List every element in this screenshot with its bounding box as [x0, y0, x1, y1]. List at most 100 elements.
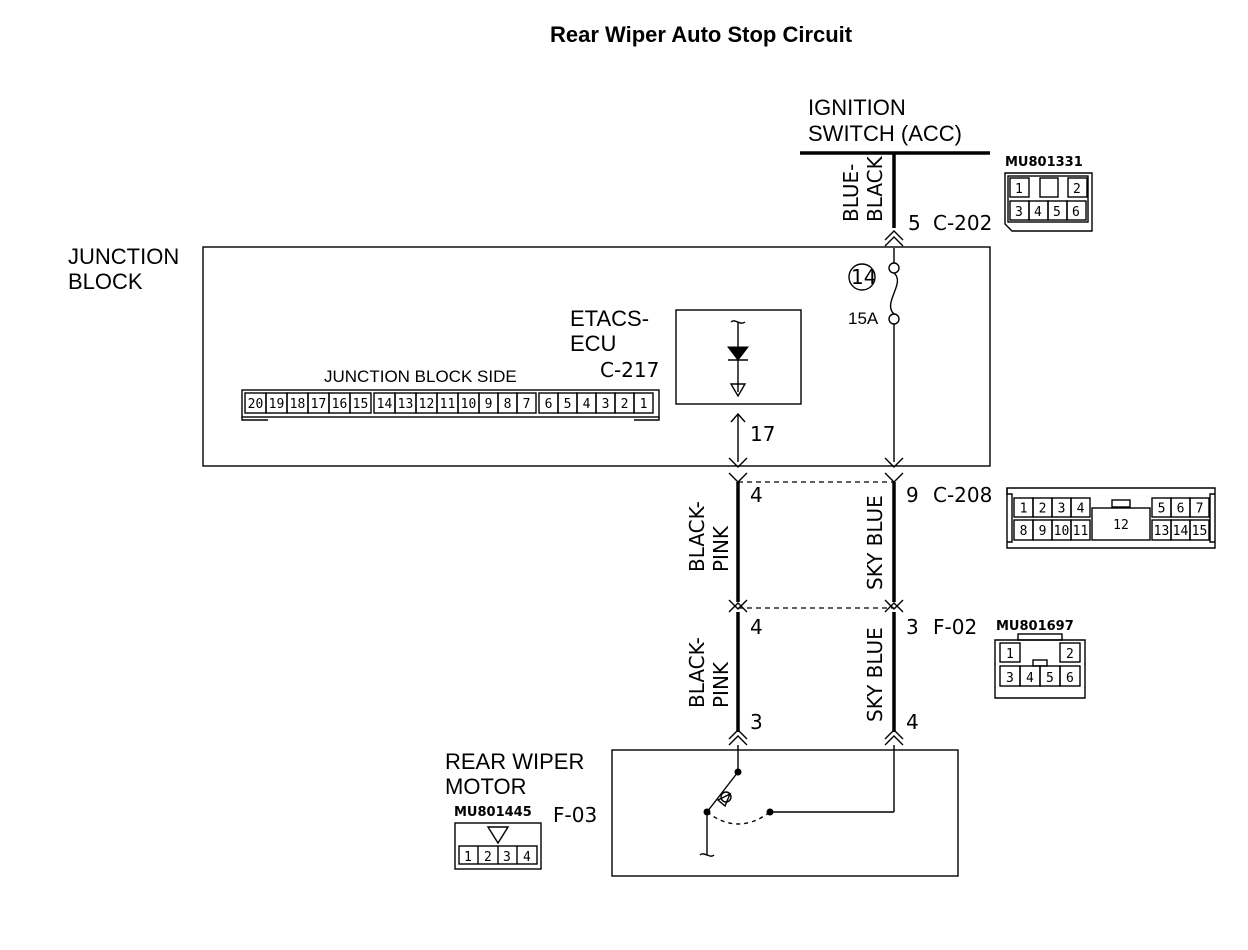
- pin-motor-right: 4: [906, 710, 919, 734]
- c208-pin-9: 9: [1039, 524, 1047, 539]
- f02-part-number: MU801697: [996, 619, 1074, 634]
- etacs-ecu: ETACS- ECU C-217: [570, 306, 802, 405]
- c208-pin-15: 15: [1192, 524, 1208, 539]
- jb-pin-2: 2: [621, 397, 629, 412]
- jb-pin-17: 17: [311, 397, 327, 412]
- c208-pin-4-box: [1070, 497, 1091, 518]
- jb-pin-10: 10: [461, 397, 477, 412]
- jb-pin-15-box: [349, 392, 372, 414]
- connector-label-c202: C-202: [933, 211, 992, 235]
- black-pink-wire: 17 BLACK- PINK BLACK- PINK 4 4 3: [685, 412, 775, 746]
- c208-pin-1: 1: [1020, 502, 1028, 517]
- f03-part-number: MU801445: [454, 805, 532, 820]
- c208-pin-13: 13: [1154, 524, 1170, 539]
- diagram-title: Rear Wiper Auto Stop Circuit: [550, 22, 853, 47]
- c208-pin-14: 14: [1173, 524, 1189, 539]
- connector-label-c217: C-217: [600, 358, 659, 382]
- c208-pin-12: 12: [1113, 518, 1129, 533]
- jb-pin-4: 4: [583, 397, 591, 412]
- c208-pin-4: 4: [1077, 502, 1085, 517]
- fuse-rating: 15A: [848, 309, 879, 328]
- jb-pin-18: 18: [290, 397, 306, 412]
- jb-pin-15: 15: [353, 397, 369, 412]
- c208-pin-15-box: [1189, 519, 1210, 541]
- c202-part-number: MU801331: [1005, 155, 1083, 170]
- c208-pin-6: 6: [1177, 502, 1185, 517]
- connector-label-f03: F-03: [553, 803, 597, 827]
- jb-pin-20: 20: [248, 397, 264, 412]
- etacs-box: [675, 309, 802, 405]
- wire-label-black-pink-upper-line1: BLACK-: [685, 501, 709, 572]
- c208-pin-8: 8: [1020, 524, 1028, 539]
- wire-label-black-pink-upper-line2: PINK: [709, 525, 733, 572]
- connector-label-c208: C-208: [933, 483, 992, 507]
- wire-label-sky-blue-lower: SKY BLUE: [863, 627, 887, 722]
- motor-label-line1: REAR WIPER: [445, 749, 584, 774]
- c208-pin-2: 2: [1039, 502, 1047, 517]
- c202-cell-top-0: 1: [1015, 182, 1023, 197]
- etacs-pin: 17: [750, 422, 775, 446]
- f02-cell-bottom-0: 3: [1006, 671, 1014, 686]
- jb-pin-7-box: [516, 392, 537, 414]
- junction-block-side-label: JUNCTION BLOCK SIDE: [324, 367, 517, 386]
- fuse-number-circle: [848, 263, 876, 291]
- jb-pin-19: 19: [269, 397, 285, 412]
- jb-pin-1: 1: [640, 397, 648, 412]
- c202-cell-bottom-2: 5: [1053, 205, 1061, 220]
- diode-symbol: [726, 346, 750, 361]
- jb-pin-7: 7: [523, 397, 531, 412]
- f02-cell-top-0: 1: [1006, 647, 1014, 662]
- jb-pin-8: 8: [504, 397, 512, 412]
- motor-box: [611, 749, 959, 877]
- jb-pin-14: 14: [377, 397, 393, 412]
- wire-label-sky-blue-upper: SKY BLUE: [863, 495, 887, 590]
- motor-label-line2: MOTOR: [445, 774, 526, 799]
- c208-pin-10: 10: [1054, 524, 1070, 539]
- junction-block-outline: [202, 246, 991, 467]
- wire-label-black-pink-lower-line2: PINK: [709, 661, 733, 708]
- f02-cell-bottom-1: 4: [1026, 671, 1034, 686]
- jb-pin-1-box: [633, 392, 654, 414]
- c202-cell-bottom-3: 6: [1072, 205, 1080, 220]
- c202-cell-bottom-1: 4: [1034, 205, 1042, 220]
- f02-cell-bottom-3: 6: [1066, 671, 1074, 686]
- rear-wiper-motor: REAR WIPER MOTOR F-03: [445, 745, 959, 877]
- f03-cell-3: 4: [523, 850, 531, 865]
- jb-pin-16: 16: [332, 397, 348, 412]
- jb-pin-5: 5: [564, 397, 572, 412]
- blue-black-wire: BLUE- BLACK: [839, 153, 896, 228]
- jb-pin-9: 9: [485, 397, 493, 412]
- f02-cell-bottom-2: 5: [1046, 671, 1054, 686]
- pin-f02-left: 4: [750, 615, 763, 639]
- sky-blue-wire: SKY BLUE SKY BLUE 9 C-208 3 F-02 4: [863, 457, 992, 746]
- connector-label-f02: F-02: [933, 615, 977, 639]
- pin-f02-right: 3: [906, 615, 919, 639]
- c208-pin-7-box: [1189, 497, 1210, 518]
- connector-c202-mark: 5 C-202: [884, 211, 992, 247]
- jb-pin-6: 6: [545, 397, 553, 412]
- wire-label-black-pink-lower-line1: BLACK-: [685, 637, 709, 708]
- connector-f03-face: MU801445 1 2 3 4: [454, 805, 542, 870]
- pin-motor-left: 3: [750, 710, 763, 734]
- jb-pin-3: 3: [602, 397, 610, 412]
- ignition-switch: IGNITION SWITCH (ACC): [800, 95, 990, 155]
- c208-pin-5: 5: [1158, 502, 1166, 517]
- junction-block-label-line2: BLOCK: [68, 269, 143, 294]
- c208-pin-12-box: [1091, 507, 1151, 541]
- etacs-label-line2: ECU: [570, 331, 616, 356]
- f03-cell-2: 3: [503, 850, 511, 865]
- jb-pin-13: 13: [398, 397, 414, 412]
- c202-cell-bottom-0: 3: [1015, 205, 1023, 220]
- ignition-switch-label-line1: IGNITION: [808, 95, 906, 120]
- fuse-number: 14: [851, 265, 876, 289]
- pin-c202: 5: [908, 211, 921, 235]
- f03-cell-1: 2: [484, 850, 492, 865]
- connector-c202-face: MU801331 1 2 3 4 5 6: [1004, 155, 1093, 232]
- c208-pin-7: 7: [1196, 502, 1204, 517]
- f03-cell-0: 1: [464, 850, 472, 865]
